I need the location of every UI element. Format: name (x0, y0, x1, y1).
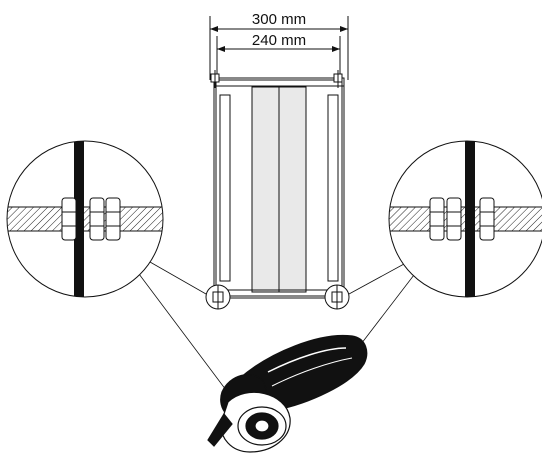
bottom-left-bolt (205, 284, 231, 310)
dimension-300: 300 mm (209, 11, 349, 80)
bottom-right-bolt (324, 284, 350, 310)
top-right-bolt (333, 70, 343, 88)
detail-left (6, 140, 164, 298)
top-left-bolt (210, 70, 220, 88)
dimension-label-inner: 240 mm (252, 32, 306, 49)
dimension-label-outer: 300 mm (252, 11, 306, 28)
radiator-frame (213, 77, 345, 299)
dimension-240: 240 mm (216, 32, 341, 80)
detail-right (388, 140, 542, 298)
angle-grinder-icon (207, 334, 368, 453)
